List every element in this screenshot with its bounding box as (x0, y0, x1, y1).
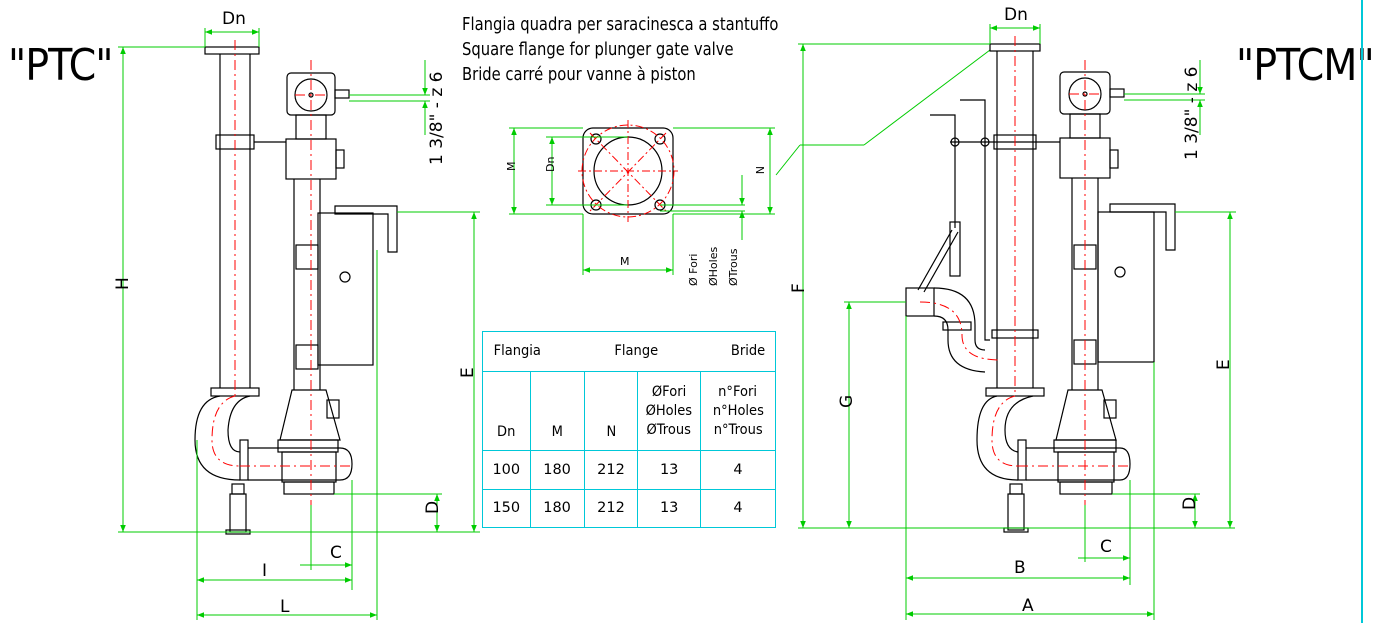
flange-label-m-vertical: M (505, 162, 518, 172)
ptcm-model-title: "PTCM" (1236, 40, 1374, 91)
ptc-label-h: H (113, 277, 133, 290)
table-col-diam-trous: ØTrous (646, 421, 692, 438)
table-col-dn: Dn (497, 424, 516, 441)
ptcm-label-e: E (1214, 359, 1234, 370)
table-col-diam-holes: ØHoles (645, 402, 693, 419)
ptc-label-dn: Dn (222, 9, 246, 29)
table-col-n: N (606, 424, 616, 441)
ptcm-pump-outline (905, 43, 1176, 533)
ptc-label-e: E (458, 367, 478, 378)
table-col-diam-fori: ØFori (652, 383, 687, 400)
ptc-label-c: C (330, 543, 342, 563)
table-cell: 150 (482, 488, 531, 529)
table-col-n-holes: n°Holes (712, 402, 764, 419)
table-cell: 180 (529, 488, 585, 529)
flange-label-n: N (753, 166, 766, 174)
ptcm-label-d: D (1180, 497, 1200, 510)
table-cell: 212 (583, 488, 639, 529)
ptcm-label-dn: Dn (1004, 5, 1028, 25)
ptcm-label-f: F (789, 283, 809, 293)
table-cell: 13 (637, 450, 701, 490)
table-cell: 4 (699, 450, 777, 490)
ptcm-label-b: B (1014, 558, 1026, 578)
table-row: 100 180 212 13 4 (482, 450, 777, 490)
ptcm-label-thread: 1 3/8" - z 6 (1182, 67, 1202, 160)
flange-label-fori: Ø Fori (687, 254, 700, 286)
table-cell: 180 (529, 450, 585, 490)
ptc-label-thread: 1 3/8" - z 6 (427, 72, 447, 165)
flange-label-holes: ØHoles (707, 247, 720, 286)
table-header-flangia: Flangia (493, 343, 541, 360)
flange-dimension-table: Flangia Flange Bride Dn M N ØFori ØHoles… (482, 330, 777, 529)
table-cell: 212 (583, 450, 639, 490)
flange-label-m-horizontal: M (620, 255, 630, 268)
ptc-label-l: L (280, 597, 290, 617)
table-col-m: M (551, 424, 563, 441)
ptcm-label-c: C (1100, 537, 1112, 557)
flange-note-english: Square flange for plunger gate valve (462, 39, 734, 60)
ptc-pump-outline (194, 46, 398, 535)
table-row: 150 180 212 13 4 (482, 488, 777, 529)
table-cell: 100 (482, 450, 531, 490)
table-header-bride: Bride (730, 343, 766, 360)
flange-note-italian: Flangia quadra per saracinesca a stantuf… (462, 14, 779, 35)
table-cell: 4 (699, 488, 777, 529)
flange-detail-dimensions (509, 49, 991, 275)
ptcm-label-a: A (1022, 596, 1034, 616)
ptcm-dimension-lines (798, 24, 1236, 620)
table-col-n-trous: n°Trous (713, 421, 763, 438)
ptcm-label-g: G (837, 395, 857, 408)
flange-label-trous: ØTrous (727, 248, 740, 286)
flange-note-french: Bride carré pour vanne à piston (462, 64, 696, 85)
ptc-label-d: D (423, 501, 443, 514)
ptc-dimension-lines (118, 28, 480, 620)
flange-label-dn: Dn (544, 157, 557, 172)
table-header-flange: Flange (614, 343, 659, 360)
table-cell: 13 (637, 488, 701, 529)
ptc-label-i: I (262, 561, 267, 581)
ptc-model-title: "PTC" (8, 40, 114, 91)
frame-border-right (1361, 0, 1363, 623)
table-col-n-fori: n°Fori (718, 383, 758, 400)
ptc-centerlines (211, 40, 352, 505)
ptcm-centerlines (919, 36, 1130, 505)
